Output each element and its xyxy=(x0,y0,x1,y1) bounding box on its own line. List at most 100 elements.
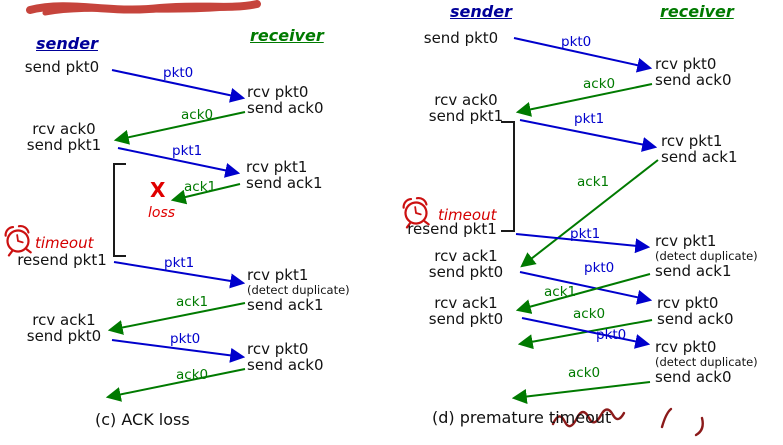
event-line: rcv ack0 xyxy=(434,91,498,109)
pkt1-resend-arrow xyxy=(515,233,651,254)
ack1-lost-arrow xyxy=(170,183,241,205)
event-line: send pkt0 xyxy=(24,58,100,76)
event-line: send ack1 xyxy=(247,296,324,314)
event-line: send ack1 xyxy=(655,262,732,280)
marker-scribble-top xyxy=(26,0,261,16)
pkt1-resend-arrow xyxy=(113,261,246,289)
packet-label: pkt1 xyxy=(570,226,601,242)
event-line: rcv pkt0 xyxy=(247,340,309,358)
ink-stroke xyxy=(42,4,243,16)
ack-label: ack0 xyxy=(583,76,616,92)
receiver-event: rcv pkt1 (detect duplicate) send ack1 xyxy=(247,267,350,313)
pkt0-arrow xyxy=(513,37,653,73)
event-line: rcv ack1 xyxy=(434,247,498,265)
packet-label: pkt1 xyxy=(164,255,195,271)
timeout-label: timeout xyxy=(438,206,497,224)
ack-label: ack0 xyxy=(573,306,606,322)
event-line: send pkt0 xyxy=(26,327,102,345)
event-line: rcv pkt0 xyxy=(247,83,309,101)
timeout-interval-bracket xyxy=(113,163,126,257)
ack0-arrow xyxy=(105,368,246,402)
event-note: (detect duplicate) xyxy=(655,355,758,369)
ack-label: ack1 xyxy=(577,174,610,190)
ack-label: ack0 xyxy=(568,365,601,381)
packet-label: pkt1 xyxy=(172,143,203,159)
event-line: resend pkt1 xyxy=(17,251,107,269)
ack0-arrow xyxy=(113,111,246,145)
diagram-d-caption: (d) premature timeout xyxy=(432,408,612,427)
receiver-event: rcv pkt0 send ack0 xyxy=(657,295,734,327)
event-line: rcv pkt1 xyxy=(246,158,308,176)
sender-event: resend pkt1 xyxy=(400,221,504,237)
ack1-arrow xyxy=(515,273,651,314)
clock-hands xyxy=(16,234,24,244)
packet-label: pkt0 xyxy=(596,327,627,343)
event-line: send ack0 xyxy=(247,356,324,374)
clock-legs xyxy=(405,220,430,229)
event-line: send ack1 xyxy=(661,148,738,166)
event-line: send ack0 xyxy=(657,310,734,328)
clock-bell-left xyxy=(4,225,15,237)
pkt0-arrow xyxy=(111,69,246,103)
receiver-event: rcv pkt0 send ack0 xyxy=(655,56,732,88)
sender-event: send pkt0 xyxy=(413,30,509,46)
receiver-event: rcv pkt1 (detect duplicate) send ack1 xyxy=(655,233,758,279)
sender-event: rcv ack1 send pkt0 xyxy=(16,312,112,344)
sender-event: rcv ack0 send pkt1 xyxy=(418,92,514,124)
event-line: rcv pkt0 xyxy=(655,338,717,356)
loss-label: loss xyxy=(148,205,176,221)
sender-event: rcv ack1 send pkt0 xyxy=(418,295,514,327)
caption-scribble xyxy=(551,407,704,437)
event-note: (detect duplicate) xyxy=(247,283,350,297)
ack1-delayed-arrow xyxy=(520,159,659,268)
pkt0-duplicate-arrow xyxy=(521,317,651,349)
ack-label: ack1 xyxy=(544,284,577,300)
ack-label: ack1 xyxy=(184,179,217,195)
event-line: rcv pkt1 xyxy=(661,132,723,150)
ink-stroke xyxy=(551,408,626,428)
packet-label: pkt1 xyxy=(574,111,605,127)
receiver-event: rcv pkt0 (detect duplicate) send ack0 xyxy=(655,339,758,385)
event-line: send ack0 xyxy=(655,71,732,89)
receiver-event: rcv pkt1 send ack1 xyxy=(661,133,738,165)
diagram-c-arrows xyxy=(105,69,246,402)
event-line: send ack0 xyxy=(655,368,732,386)
event-note: (detect duplicate) xyxy=(655,249,758,263)
alarm-clock-icon xyxy=(402,196,430,229)
event-line: rcv ack0 xyxy=(32,120,96,138)
event-line: send pkt1 xyxy=(26,136,102,154)
clock-bell-left xyxy=(402,197,413,209)
event-line: rcv pkt0 xyxy=(657,294,719,312)
receiver-column-heading: receiver xyxy=(250,26,324,45)
timeout-label: timeout xyxy=(35,234,94,252)
receiver-event: rcv pkt1 send ack1 xyxy=(246,159,323,191)
event-line: resend pkt1 xyxy=(407,220,497,238)
ink-stroke xyxy=(694,416,704,437)
event-line: send pkt1 xyxy=(428,107,504,125)
diagram-d-arrows xyxy=(511,37,659,404)
sender-event: rcv ack0 send pkt1 xyxy=(16,121,112,153)
sender-column-heading: sender xyxy=(36,34,98,53)
clock-bell-right xyxy=(17,224,30,234)
clock-bell-right xyxy=(415,196,428,206)
ack0-arrow xyxy=(515,83,653,117)
receiver-event: rcv pkt0 send ack0 xyxy=(247,84,324,116)
event-line: rcv ack1 xyxy=(434,294,498,312)
event-line: send ack0 xyxy=(247,99,324,117)
packet-label: pkt0 xyxy=(170,331,201,347)
receiver-column-heading: receiver xyxy=(660,2,734,21)
packet-label: pkt0 xyxy=(561,34,592,50)
ack0-arrow xyxy=(511,381,651,404)
event-line: send pkt0 xyxy=(428,263,504,281)
sender-event: resend pkt1 xyxy=(10,252,114,268)
sender-event: send pkt0 xyxy=(14,59,110,75)
alarm-clock-icon xyxy=(4,224,32,257)
timeout-interval-bracket xyxy=(501,121,515,232)
packet-label: pkt0 xyxy=(584,260,615,276)
event-line: rcv pkt1 xyxy=(655,232,717,250)
pkt1-arrow xyxy=(117,147,241,178)
ink-stroke xyxy=(660,407,673,429)
ack-label: ack1 xyxy=(176,294,209,310)
